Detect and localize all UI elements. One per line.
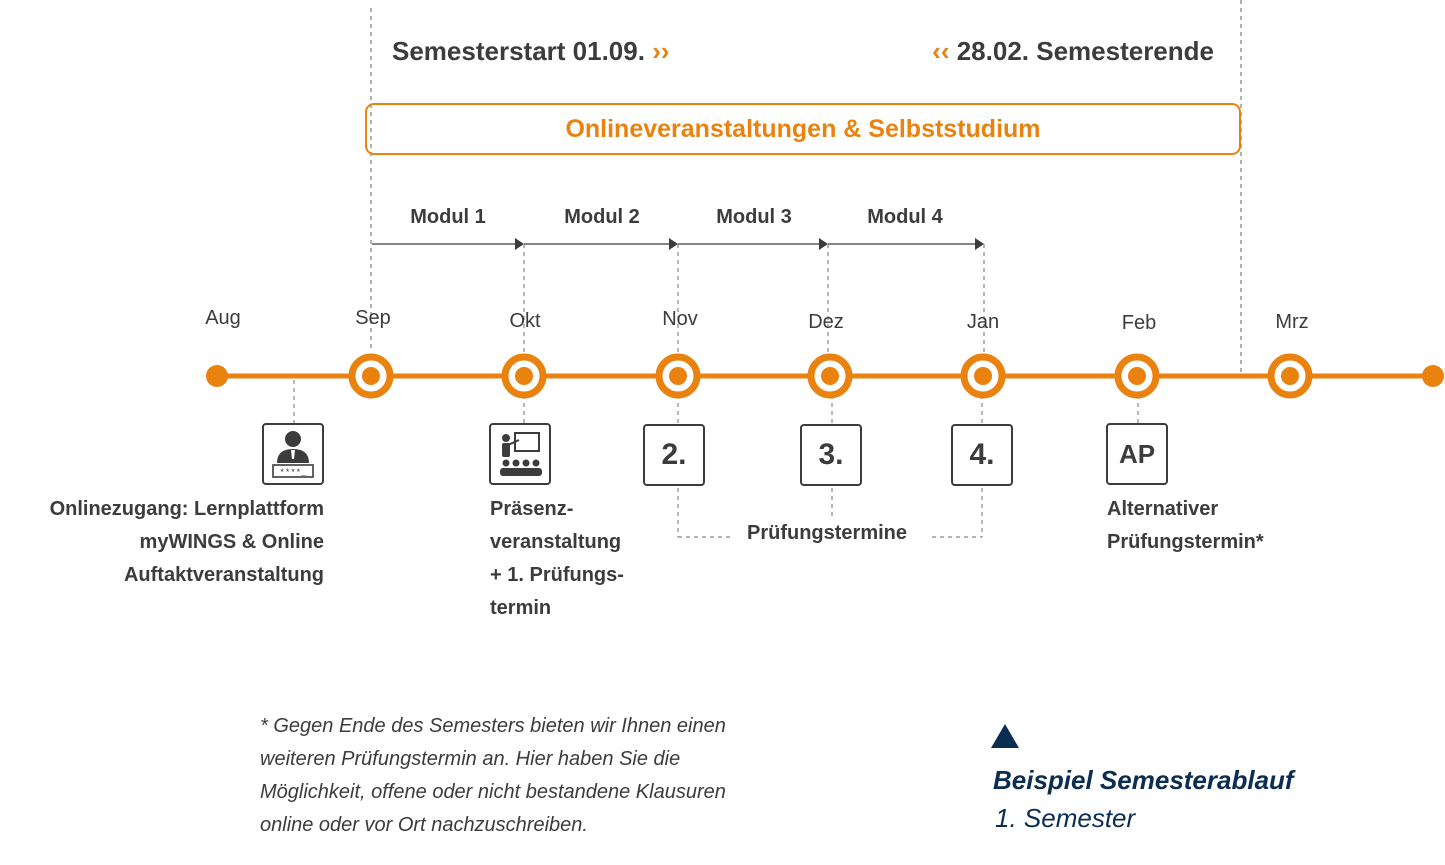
module-3-label: Modul 3 xyxy=(716,206,792,228)
month-okt: Okt xyxy=(509,310,541,332)
node-dez xyxy=(807,353,853,399)
footnote-line: * Gegen Ende des Semesters bieten wir Ih… xyxy=(260,715,726,737)
presence-caption-line: + 1. Prüfungs- xyxy=(490,564,624,586)
module-1-label: Modul 1 xyxy=(410,206,486,228)
exam-2-label: 2. xyxy=(661,438,687,471)
node-okt xyxy=(501,353,547,399)
alternative-caption-line: Prüfungstermin* xyxy=(1107,531,1264,553)
exam-4-label: 4. xyxy=(969,438,995,471)
module-arrows xyxy=(372,238,984,250)
presence-caption-line: Präsenz- xyxy=(490,498,574,520)
module-4-label: Modul 4 xyxy=(867,206,943,228)
chevron-right-icon: ›› xyxy=(652,36,670,66)
node-sep xyxy=(348,353,394,399)
presentation-icon xyxy=(500,432,542,476)
example-triangle-icon xyxy=(991,724,1019,748)
exam-4-box: 4. xyxy=(951,424,1013,486)
semester-end-label: ‹‹ 28.02. Semesterende xyxy=(932,36,1214,67)
online-access-caption-line: Auftaktveranstaltung xyxy=(123,564,324,586)
online-study-label: Onlineveranstaltungen & Selbststudium xyxy=(565,114,1041,143)
module-2-label: Modul 2 xyxy=(564,206,640,228)
example-subtitle: 1. Semester xyxy=(995,803,1136,833)
alternative-caption-line: Alternativer xyxy=(1107,498,1219,520)
semester-start-label: Semesterstart 01.09. ›› xyxy=(392,36,670,67)
month-jan: Jan xyxy=(966,311,1000,333)
month-nov: Nov xyxy=(662,308,698,330)
presence-box xyxy=(489,423,551,485)
month-aug: Aug xyxy=(205,307,241,329)
example-title: Beispiel Semesterablauf xyxy=(993,765,1294,795)
month-mrz: Mrz xyxy=(1275,311,1309,333)
alternative-exam-box: AP xyxy=(1106,423,1168,485)
month-dez: Dez xyxy=(808,311,844,333)
node-jan xyxy=(960,353,1006,399)
exam-dates-caption: Prüfungstermine xyxy=(747,522,908,544)
node-feb xyxy=(1114,353,1160,399)
exam-2-box: 2. xyxy=(643,424,705,486)
month-sep: Sep xyxy=(355,307,391,329)
online-access-caption: Onlinezugang: Lernplattform myWINGS & On… xyxy=(50,493,324,592)
alternative-exam-label: AP xyxy=(1118,438,1156,469)
alternative-exam-caption: Alternativer Prüfungstermin* xyxy=(1107,493,1264,559)
footnote-line: weiteren Prüfungstermin an. Hier haben S… xyxy=(260,748,681,770)
presence-caption-line: veranstaltung xyxy=(490,531,622,553)
presence-caption: Präsenz- veranstaltung + 1. Prüfungs- te… xyxy=(490,493,624,625)
month-feb: Feb xyxy=(1121,312,1157,334)
month-nodes xyxy=(348,353,1313,399)
online-access-caption-line: Onlinezugang: Lernplattform xyxy=(49,498,324,520)
online-access-box: ****_ xyxy=(262,423,324,485)
footnote: * Gegen Ende des Semesters bieten wir Ih… xyxy=(260,710,820,842)
exam-3-label: 3. xyxy=(818,438,844,471)
node-mrz xyxy=(1267,353,1313,399)
node-nov xyxy=(655,353,701,399)
footnote-line: Möglichkeit, offene oder nicht bestanden… xyxy=(260,781,726,803)
timeline-end-dot xyxy=(1422,365,1444,387)
semester-start-text: Semesterstart 01.09. xyxy=(392,36,645,66)
footnote-line: online oder vor Ort nachzuschreiben. xyxy=(260,814,588,836)
exam-3-box: 3. xyxy=(800,424,862,486)
timeline-start-dot xyxy=(206,365,228,387)
online-access-caption-line: myWINGS & Online xyxy=(139,531,324,553)
chevron-left-icon: ‹‹ xyxy=(932,36,950,66)
presence-caption-line: termin xyxy=(490,597,552,619)
online-study-bar: Onlineveranstaltungen & Selbststudium xyxy=(365,103,1241,155)
semester-end-text: 28.02. Semesterende xyxy=(956,36,1214,66)
password-field-text: ****_ xyxy=(279,468,307,478)
user-login-icon: ****_ xyxy=(272,431,314,478)
